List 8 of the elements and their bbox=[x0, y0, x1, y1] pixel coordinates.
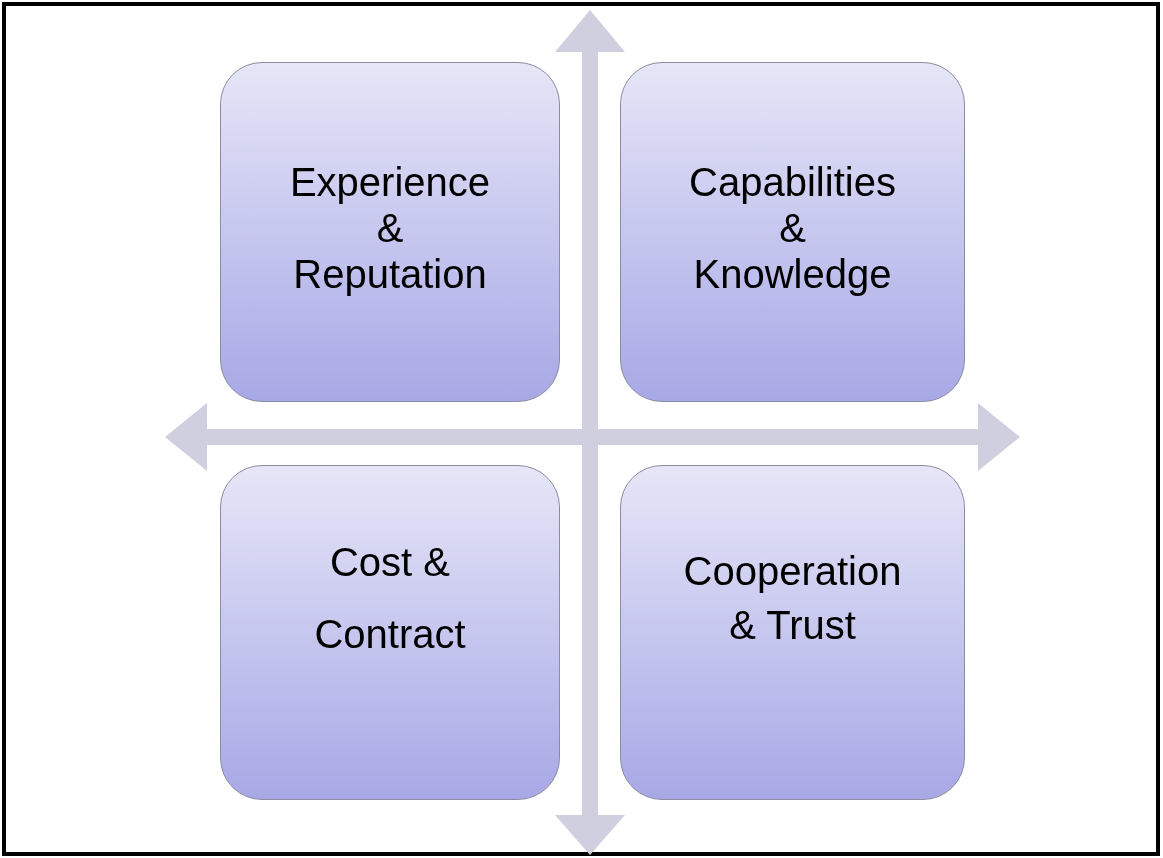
rounded-box bbox=[220, 465, 560, 800]
rounded-box bbox=[220, 62, 560, 402]
rounded-box bbox=[620, 62, 965, 402]
box-label: Capabilities & Knowledge bbox=[689, 159, 896, 297]
box-label: Cost & Contract bbox=[314, 539, 466, 658]
rounded-box bbox=[620, 465, 965, 800]
box-label: Experience & Reputation bbox=[289, 159, 491, 297]
box-label: Cooperation & Trust bbox=[683, 548, 902, 649]
